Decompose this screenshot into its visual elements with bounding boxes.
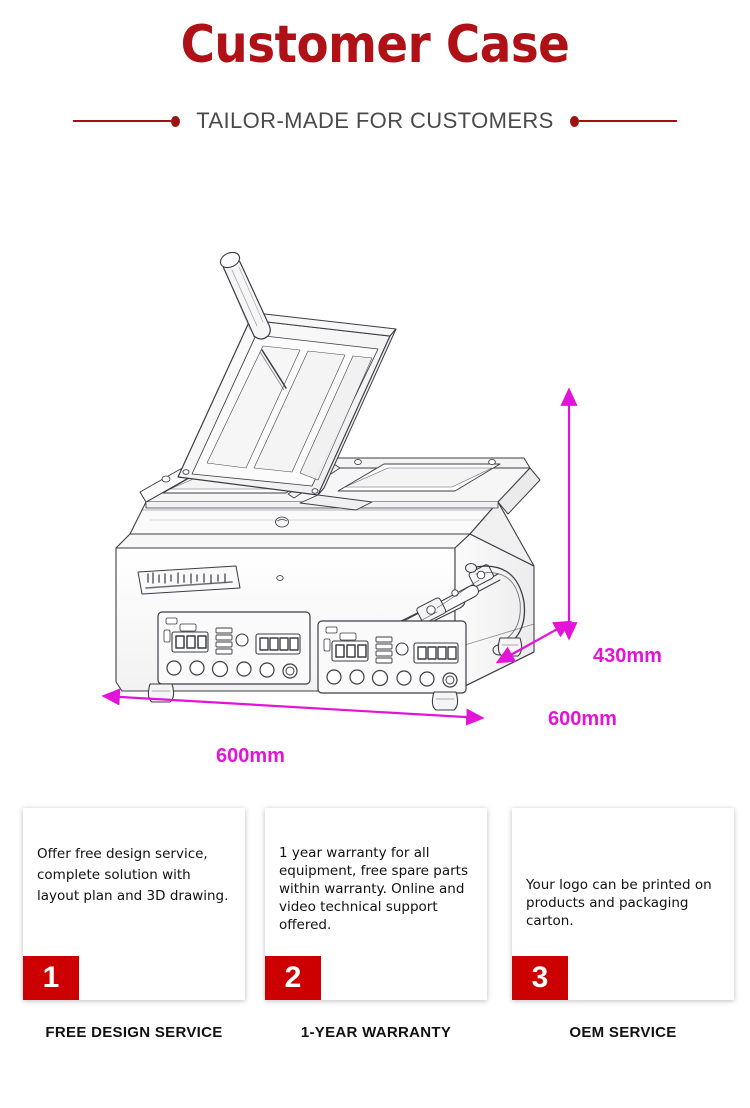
page-subtitle: TAILOR-MADE FOR CUSTOMERS <box>196 108 554 133</box>
subtitle-row: TAILOR-MADE FOR CUSTOMERS <box>0 104 750 138</box>
card-number-badge: 1 <box>23 956 79 1000</box>
dimension-label-width: 600mm <box>216 745 285 767</box>
card-label: 1-YEAR WARRANTY <box>300 1024 452 1041</box>
feature-card-2: 1 year warranty for all equipment, free … <box>265 808 487 1041</box>
subtitle-dot-right-icon <box>569 115 579 127</box>
subtitle-dot-left-icon <box>171 115 181 127</box>
dimension-line-depth <box>495 620 573 664</box>
dimension-label-height: 430mm <box>593 645 662 667</box>
card-label: FREE DESIGN SERVICE <box>45 1024 223 1041</box>
page-title: Customer Case <box>180 15 570 75</box>
card-box: Offer free design service, complete solu… <box>23 808 245 1000</box>
feature-card-1: Offer free design service, complete solu… <box>23 808 245 1041</box>
card-number-badge: 2 <box>265 956 321 1000</box>
card-box: Your logo can be printed on products and… <box>512 808 734 1000</box>
card-number-badge: 3 <box>512 956 568 1000</box>
subtitle-rule-left <box>73 120 172 122</box>
feature-card-3: Your logo can be printed on products and… <box>512 808 734 1041</box>
card-description: 1 year warranty for all equipment, free … <box>279 845 468 933</box>
page-header: Customer Case TAILOR-MADE FOR CUSTOMERS <box>0 0 750 150</box>
product-drawing: 430mm 600mm 600mm <box>0 150 750 800</box>
feature-cards-row: Offer free design service, complete solu… <box>0 808 750 1098</box>
card-label: OEM SERVICE <box>569 1024 677 1041</box>
card-description: Your logo can be printed on products and… <box>526 877 712 929</box>
card-box: 1 year warranty for all equipment, free … <box>265 808 487 1000</box>
dimension-line-width <box>101 688 485 726</box>
dimension-label-depth: 600mm <box>548 708 617 730</box>
subtitle-rule-right <box>578 120 677 122</box>
card-description: Offer free design service, complete solu… <box>37 846 229 904</box>
